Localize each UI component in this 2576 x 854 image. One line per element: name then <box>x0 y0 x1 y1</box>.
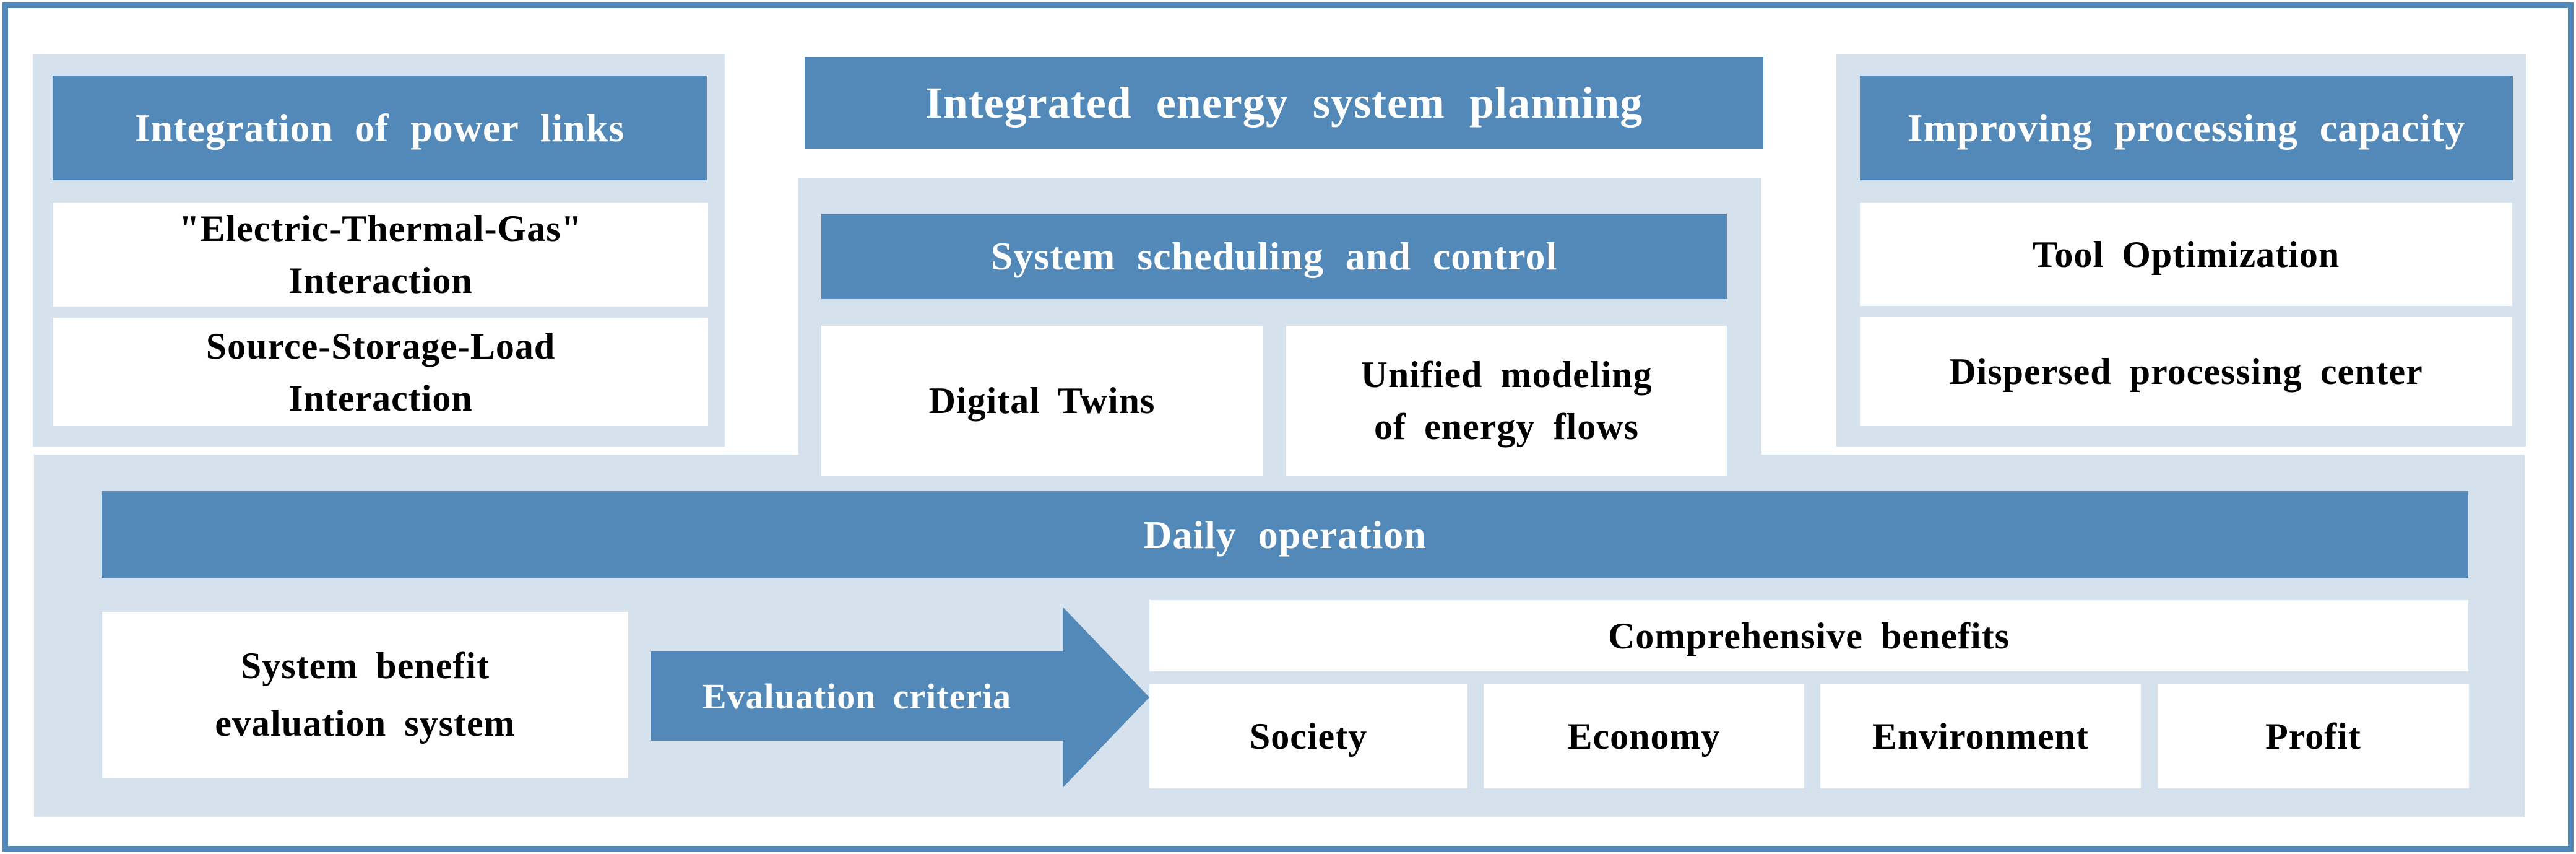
profit-box: Profit <box>2158 684 2469 788</box>
comprehensive-benefits-box: Comprehensive benefits <box>1149 600 2468 671</box>
evaluation-criteria-arrow-head <box>1063 607 1149 788</box>
digital-twins-box: Digital Twins <box>821 326 1263 476</box>
unified-modeling-box: Unified modeling of energy flows <box>1286 326 1727 476</box>
tool-optimization-box: Tool Optimization <box>1860 203 2512 306</box>
integrated-energy-system-planning-header: Integrated energy system planning <box>805 57 1763 149</box>
integration-of-power-links-header: Integration of power links <box>53 76 707 180</box>
environment-box: Environment <box>1820 684 2141 788</box>
daily-operation-header: Daily operation <box>102 491 2468 578</box>
improving-processing-capacity-header: Improving processing capacity <box>1860 76 2513 180</box>
society-box: Society <box>1149 684 1467 788</box>
evaluation-criteria-arrow: Evaluation criteria <box>651 651 1063 741</box>
economy-box: Economy <box>1484 684 1804 788</box>
system-scheduling-and-control-header: System scheduling and control <box>821 214 1727 299</box>
electric-thermal-gas-box: "Electric-Thermal-Gas" Interaction <box>53 203 708 307</box>
source-storage-load-box: Source-Storage-Load Interaction <box>53 318 708 426</box>
system-benefit-evaluation-box: System benefit evaluation system <box>102 612 628 778</box>
dispersed-processing-center-box: Dispersed processing center <box>1860 317 2512 426</box>
